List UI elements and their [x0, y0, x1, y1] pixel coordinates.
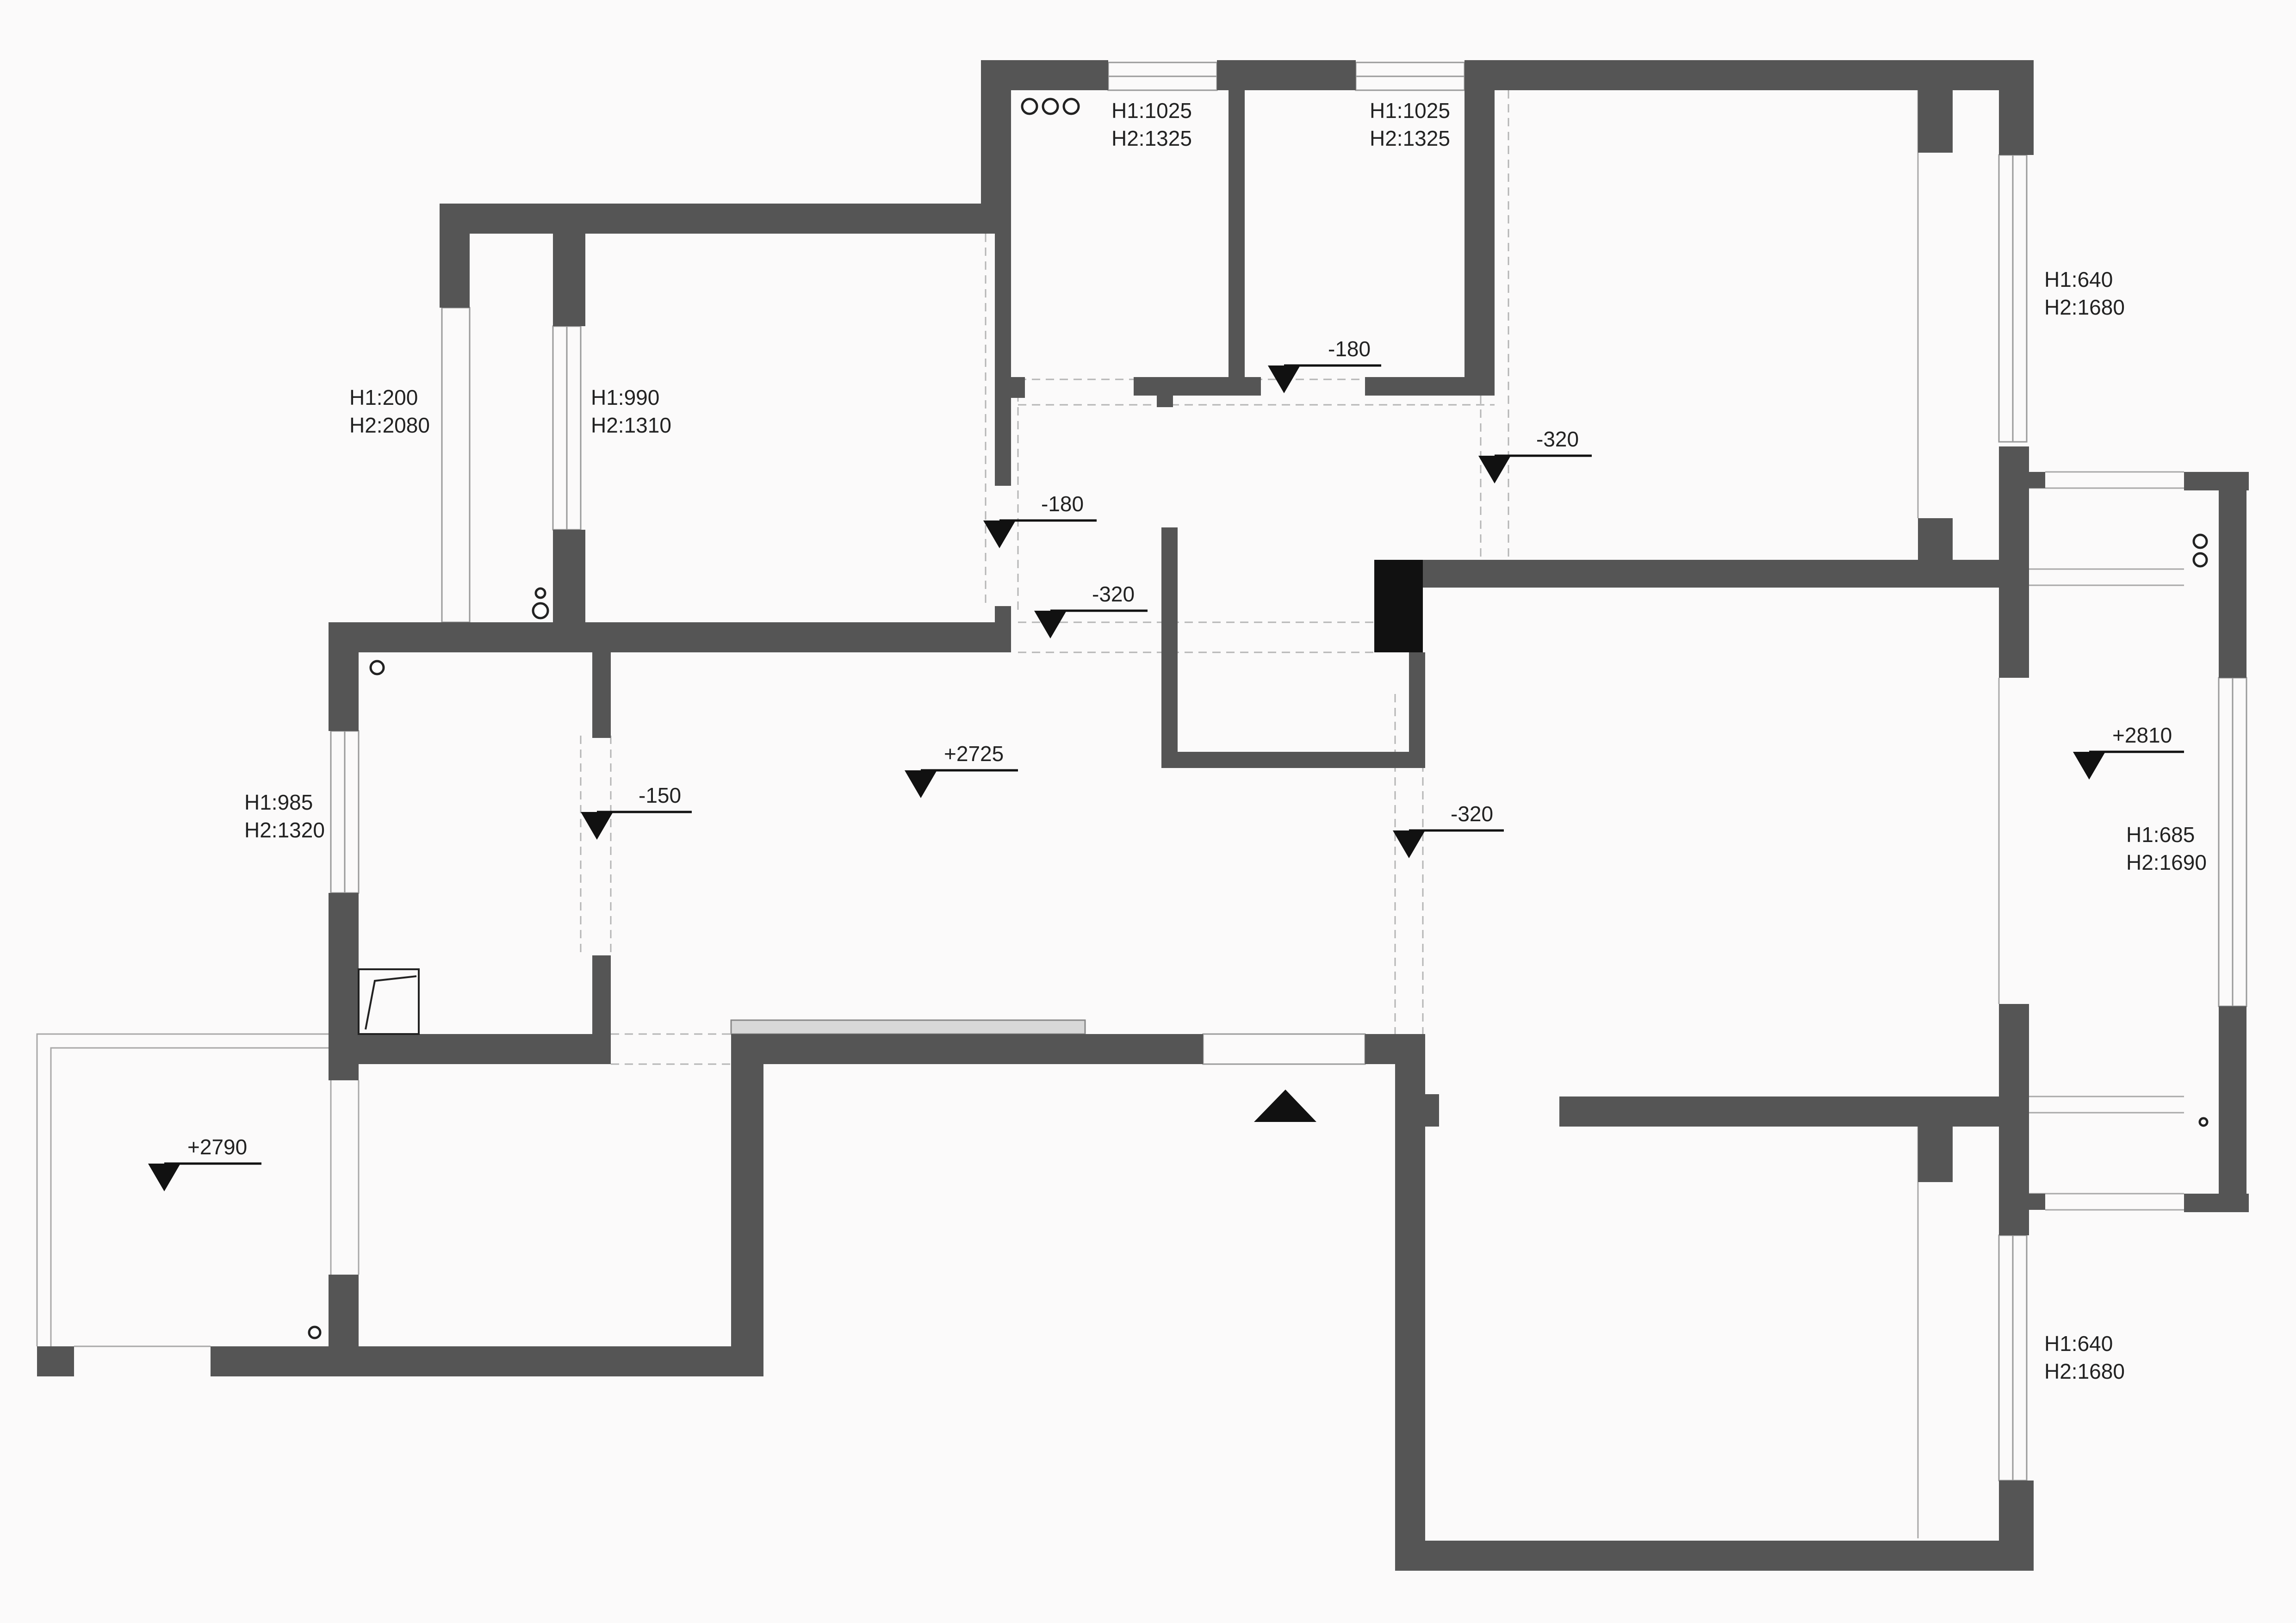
svg-text:H1:985: H1:985 — [244, 790, 313, 814]
pipe-icon — [308, 1326, 322, 1339]
level-marker-left-lower: -150 — [581, 783, 692, 840]
svg-text:H2:1680: H2:1680 — [2044, 295, 2125, 319]
level-marker-icon — [983, 520, 1016, 548]
level-marker-left-mid: -180 — [983, 492, 1097, 548]
level-marker-icon — [148, 1164, 180, 1191]
svg-text:H1:640: H1:640 — [2044, 1332, 2113, 1356]
walls — [37, 60, 2249, 1571]
svg-text:H2:2080: H2:2080 — [349, 413, 430, 437]
level-markers: -180 -320 -180 -320 +2725 -150 — [148, 337, 2184, 1191]
svg-text:H1:200: H1:200 — [349, 385, 418, 409]
window-label-lower-right: H1:640 H2:1680 — [2044, 1332, 2125, 1383]
pipes — [308, 98, 2209, 1339]
level-value: +2810 — [2112, 723, 2172, 747]
window-label-right-balcony: H1:685 H2:1690 — [2126, 823, 2207, 874]
window-left-outer — [441, 307, 471, 623]
svg-text:H1:990: H1:990 — [591, 385, 659, 409]
level-marker-icon — [1034, 611, 1067, 638]
level-value: -320 — [1536, 427, 1579, 451]
pipe-icon — [532, 587, 549, 619]
window-label-left-outer: H1:200 H2:2080 — [349, 385, 430, 437]
level-marker-icon — [1268, 365, 1300, 393]
svg-text:H2:1325: H2:1325 — [1370, 126, 1450, 150]
entrance-threshold — [1202, 1033, 1366, 1065]
entrance-arrow-icon — [1254, 1090, 1316, 1122]
structural-column — [1374, 560, 1423, 652]
svg-text:H1:685: H1:685 — [2126, 823, 2195, 847]
level-marker-main: +2725 — [905, 742, 1018, 798]
balcony-rails — [36, 471, 2184, 1347]
level-value: -320 — [1451, 802, 1493, 826]
window-label-upper-right: H1:640 H2:1680 — [2044, 267, 2125, 319]
dashed-thresholds — [580, 90, 1509, 1065]
svg-text:H1:640: H1:640 — [2044, 267, 2113, 291]
level-value: +2790 — [187, 1135, 247, 1159]
svg-text:H2:1320: H2:1320 — [244, 818, 325, 842]
level-marker-center-right: -320 — [1393, 802, 1504, 858]
svg-text:H1:1025: H1:1025 — [1111, 99, 1192, 123]
svg-text:H1:1025: H1:1025 — [1370, 99, 1450, 123]
window-label-left-inner: H1:990 H2:1310 — [591, 385, 671, 437]
level-marker-top-mid: -180 — [1268, 337, 1381, 393]
window-label-top-b: H1:1025 H2:1325 — [1370, 99, 1450, 150]
window-label-top-a: H1:1025 H2:1325 — [1111, 99, 1192, 150]
level-marker-icon — [905, 770, 937, 798]
level-marker-icon — [1393, 830, 1425, 858]
level-value: +2725 — [944, 742, 1004, 766]
level-marker-icon — [2073, 752, 2105, 780]
windows — [330, 62, 2247, 1538]
level-value: -180 — [1328, 337, 1371, 361]
level-value: -180 — [1041, 492, 1084, 516]
svg-text:H2:1310: H2:1310 — [591, 413, 671, 437]
cabinet-hatched — [730, 1019, 1086, 1035]
svg-text:H2:1325: H2:1325 — [1111, 126, 1192, 150]
fixture-box — [358, 968, 420, 1035]
level-marker-icon — [1478, 456, 1511, 483]
level-marker-right-balcony: +2810 — [2073, 723, 2184, 780]
level-marker-left-balcony: +2790 — [148, 1135, 261, 1191]
svg-text:H2:1680: H2:1680 — [2044, 1359, 2125, 1383]
level-value: -320 — [1092, 582, 1135, 606]
pipe-icon — [369, 660, 385, 675]
window-label-mid-left: H1:985 H2:1320 — [244, 790, 325, 842]
level-value: -150 — [639, 783, 681, 807]
pipe-icon — [2192, 533, 2208, 568]
level-marker-center-top: -320 — [1034, 582, 1148, 638]
window-labels: H1:1025 H2:1325 H1:1025 H2:1325 H1:640 H… — [244, 99, 2207, 1383]
level-marker-icon — [581, 812, 613, 840]
pipe-icon — [2198, 1117, 2209, 1127]
pipe-icon — [1021, 98, 1080, 115]
level-marker-top-right: -320 — [1478, 427, 1592, 483]
svg-text:H2:1690: H2:1690 — [2126, 850, 2207, 874]
